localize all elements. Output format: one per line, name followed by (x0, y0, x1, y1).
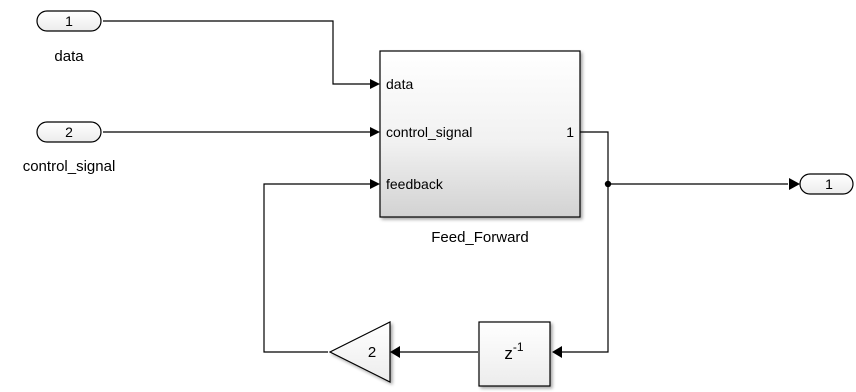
wire-branch-to-delay[interactable] (562, 184, 609, 353)
wire-data-to-subsystem[interactable] (103, 20, 370, 85)
arrow-delay-input (552, 346, 562, 358)
inport-control-signal-number: 2 (65, 124, 73, 140)
unit-delay-block[interactable]: z-1 (478, 321, 551, 387)
arrow-outport (789, 178, 800, 190)
gain-shape[interactable] (328, 321, 391, 383)
arrow-data-port (370, 79, 380, 89)
inport-control-signal-shape[interactable] (36, 121, 102, 143)
arrowheads (370, 79, 800, 358)
inport-data-shape[interactable] (36, 10, 102, 32)
inport-control-signal-label: control_signal (23, 158, 116, 175)
subsystem-feed-forward[interactable]: data control_signal feedback 1 Feed_Forw… (379, 50, 581, 246)
gain-block[interactable]: 2 (328, 321, 391, 383)
subsystem-port-data-label: data (386, 76, 413, 92)
arrow-feedback-port (370, 179, 380, 189)
subsystem-block[interactable] (379, 50, 581, 218)
arrow-control-port (370, 127, 380, 137)
inport-data-label: data (54, 48, 84, 65)
arrow-gain-input (390, 346, 400, 358)
inport-data[interactable]: 1 data (36, 10, 102, 65)
signal-lines (103, 20, 788, 353)
subsystem-port-feedback-label: feedback (386, 176, 444, 192)
outport-shape[interactable] (799, 173, 854, 195)
branch-point (604, 180, 612, 188)
subsystem-port-control-signal-label: control_signal (386, 124, 472, 140)
subsystem-name-label: Feed_Forward (431, 229, 529, 246)
inport-data-number: 1 (65, 13, 73, 29)
unit-delay-base: z (504, 344, 513, 363)
gain-value: 2 (368, 344, 376, 361)
outport-number: 1 (825, 176, 833, 192)
unit-delay-shape[interactable] (478, 321, 551, 387)
outport-1[interactable]: 1 (799, 173, 854, 195)
wire-subsystem-to-outport[interactable] (580, 131, 788, 185)
unit-delay-exponent: -1 (513, 340, 524, 354)
wire-gain-to-feedback[interactable] (263, 183, 370, 353)
inport-control-signal[interactable]: 2 control_signal (23, 121, 116, 175)
subsystem-output-port-label: 1 (566, 124, 574, 140)
unit-delay-label: z-1 (504, 340, 523, 363)
